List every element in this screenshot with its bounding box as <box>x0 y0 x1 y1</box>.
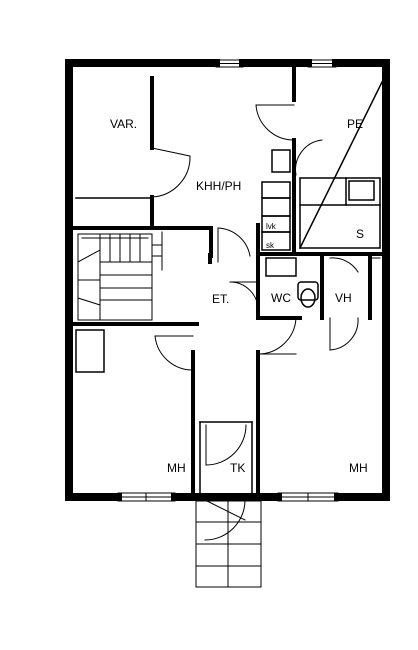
staircase <box>77 231 163 321</box>
entrance-steps <box>195 500 262 588</box>
room-label-wc: WC <box>271 291 291 305</box>
room-label-et: ET. <box>212 292 229 306</box>
interior-walls <box>67 61 382 499</box>
windows <box>117 59 339 502</box>
room-label-khh-ph: KHH/PH <box>196 179 241 193</box>
thin-lines <box>75 76 386 373</box>
doors <box>151 104 381 541</box>
room-label-vh: VH <box>335 291 352 305</box>
tk-closet <box>199 421 253 498</box>
fixture-label-sk: sk <box>266 241 275 250</box>
room-label-pe: PE <box>347 117 363 131</box>
room-label-tk: TK <box>230 461 245 475</box>
room-label-s: S <box>356 227 364 241</box>
room-label-var: VAR. <box>110 117 137 131</box>
room-label-mh-left: MH <box>167 461 186 475</box>
fixture-label-lvk: lvk <box>266 222 277 231</box>
room-label-mh-right: MH <box>349 461 368 475</box>
